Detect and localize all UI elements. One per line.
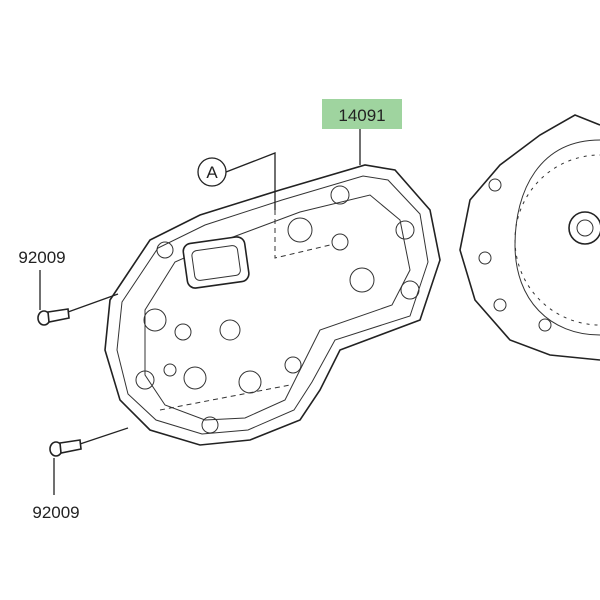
part-number-92009-bottom[interactable]: 92009: [32, 503, 79, 522]
part-number-92009-top[interactable]: 92009: [18, 248, 65, 267]
screw-bottom: [49, 439, 82, 457]
part-number-14091[interactable]: 14091: [338, 106, 385, 125]
callout-a-label: A: [206, 163, 218, 182]
meter-assembly: [459, 114, 600, 361]
screw-top: [37, 308, 70, 326]
callout-circle: [197, 157, 227, 187]
part-label-highlight: [322, 99, 402, 129]
meter-case-housing: [104, 164, 441, 446]
